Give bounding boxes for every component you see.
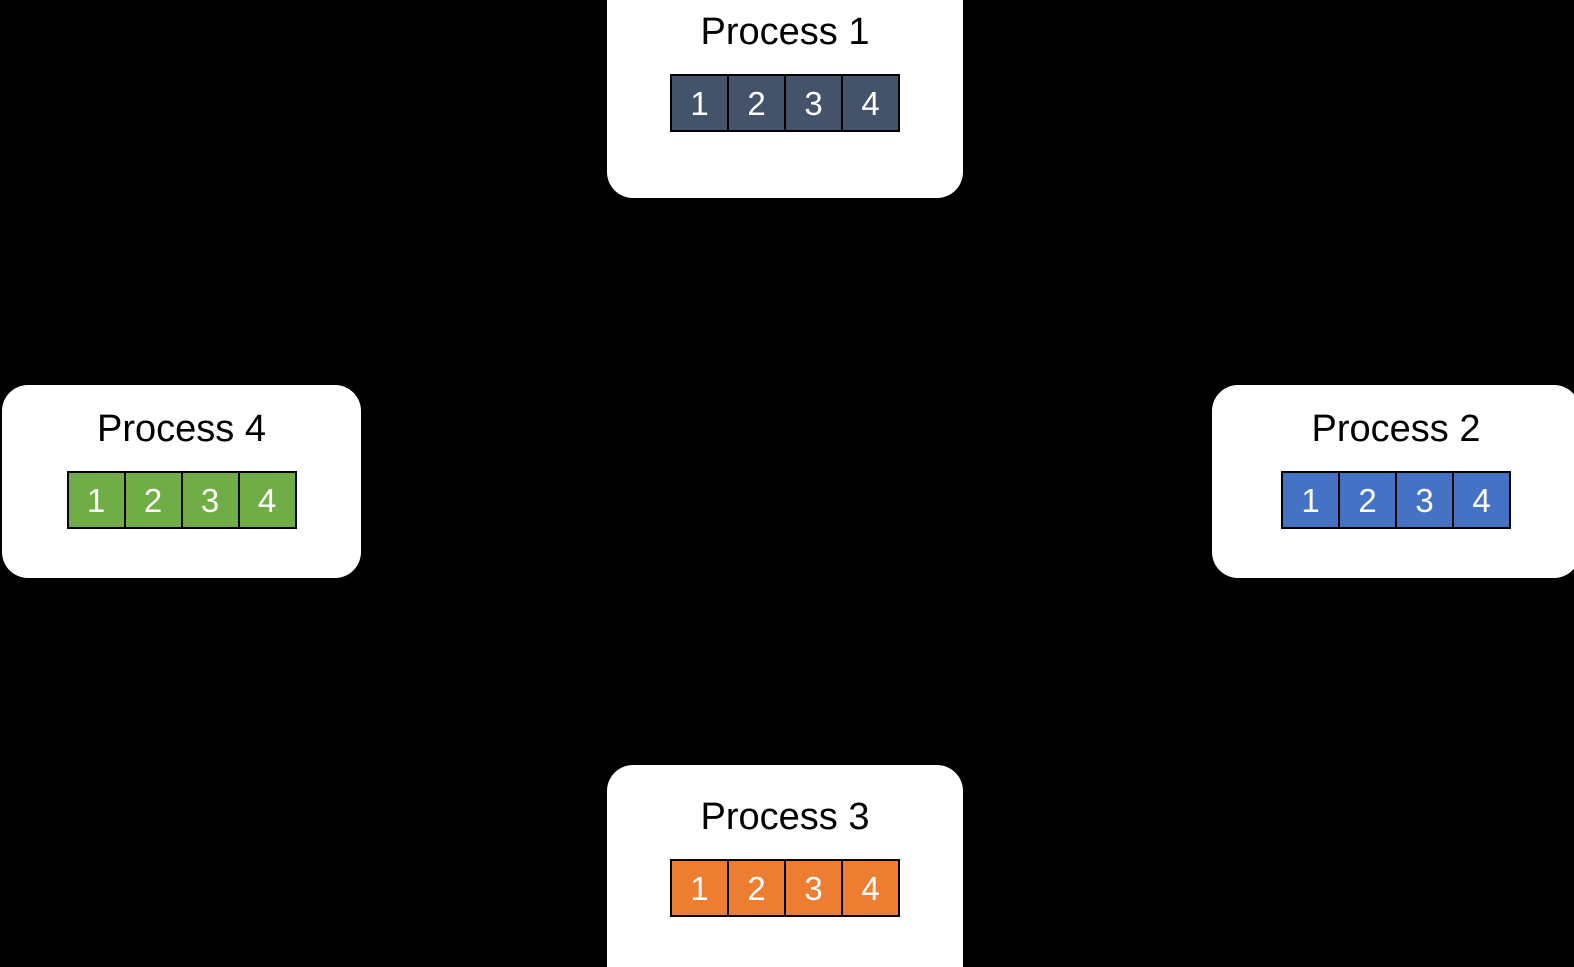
cell-2-1[interactable]: 1 (1281, 471, 1340, 529)
cell-2-3[interactable]: 3 (1395, 471, 1454, 529)
process-title-3: Process 3 (700, 796, 870, 838)
process-title-1: Process 1 (700, 11, 870, 53)
cell-4-2[interactable]: 2 (123, 471, 183, 529)
cell-1-1[interactable]: 1 (670, 74, 729, 132)
cell-4-4[interactable]: 4 (237, 471, 297, 529)
process-card-1[interactable]: Process 1 1 2 3 4 (607, 0, 963, 198)
cell-1-3[interactable]: 3 (784, 74, 843, 132)
cell-4-3[interactable]: 3 (180, 471, 240, 529)
cell-2-2[interactable]: 2 (1338, 471, 1397, 529)
cell-1-4[interactable]: 4 (841, 74, 900, 132)
cell-row-1: 1 2 3 4 (670, 74, 900, 132)
cell-1-2[interactable]: 2 (727, 74, 786, 132)
process-title-2: Process 2 (1311, 408, 1481, 450)
cell-3-4[interactable]: 4 (841, 859, 900, 917)
process-card-3[interactable]: Process 3 1 2 3 4 (607, 765, 963, 967)
process-title-4: Process 4 (97, 408, 266, 450)
cell-3-3[interactable]: 3 (784, 859, 843, 917)
cell-4-1[interactable]: 1 (66, 471, 126, 529)
cell-2-4[interactable]: 4 (1452, 471, 1511, 529)
cell-3-1[interactable]: 1 (670, 859, 729, 917)
process-card-2[interactable]: Process 2 1 2 3 4 (1212, 385, 1574, 578)
process-card-4[interactable]: Process 4 1 2 3 4 (2, 385, 361, 578)
cell-row-4: 1 2 3 4 (66, 471, 297, 529)
cell-row-2: 1 2 3 4 (1281, 471, 1511, 529)
cell-row-3: 1 2 3 4 (670, 859, 900, 917)
cell-3-2[interactable]: 2 (727, 859, 786, 917)
